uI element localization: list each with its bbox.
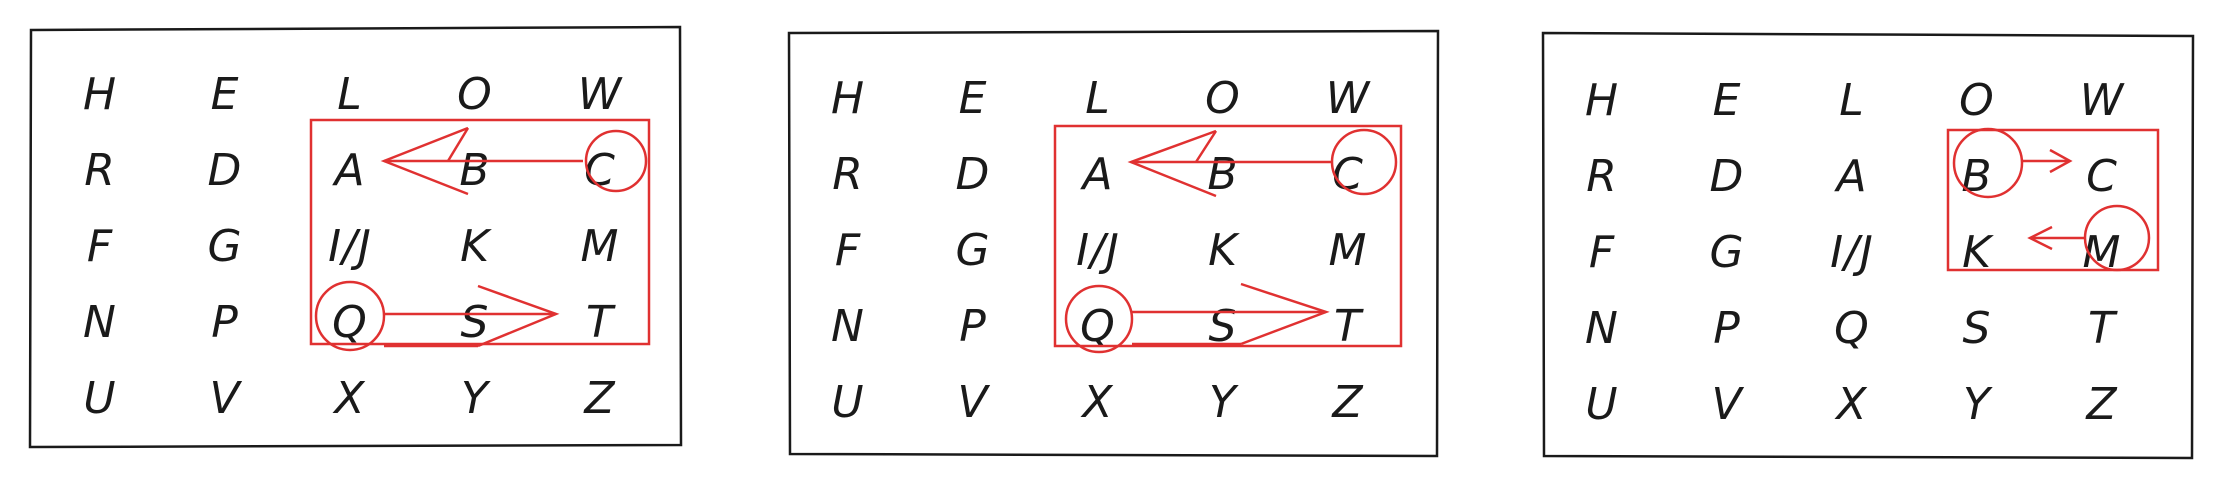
grid-letter: N [1585, 302, 1619, 354]
grid-letter: L [1839, 74, 1865, 126]
grid-letter: G [1709, 226, 1745, 278]
panel-2-frame [787, 29, 1440, 458]
grid-letter: O [1959, 74, 1995, 126]
grid-letter: W [2079, 74, 2125, 126]
highlight-circle [1952, 127, 2024, 199]
grid-letter: I/J [328, 220, 372, 272]
grid-letter: Y [1963, 378, 1991, 430]
highlight-circle [314, 280, 386, 352]
grid-letter: G [207, 220, 243, 272]
grid-letter: C [1332, 148, 1364, 200]
arrow-right [1132, 282, 1330, 346]
panel-3-annotations [1946, 127, 2160, 272]
grid-letter: Y [1209, 376, 1237, 428]
grid-letter: H [82, 68, 118, 120]
panel-2-annotations [1053, 124, 1403, 354]
grid-letter: I/J [1830, 226, 1874, 278]
grid-letter: V [957, 376, 989, 428]
grid-letter: O [1205, 72, 1241, 124]
highlight-circle [584, 129, 648, 193]
grid-letter: E [958, 72, 988, 124]
grid-letter: M [580, 220, 620, 272]
highlight-circle [1064, 284, 1134, 354]
grid-letter: P [1713, 302, 1741, 354]
grid-letter: Q [1080, 300, 1116, 352]
grid-letter: B [1961, 150, 1993, 202]
grid-letter: H [1584, 74, 1620, 126]
grid-letter: W [577, 68, 623, 120]
grid-letter: R [84, 144, 116, 196]
grid-letter: I/J [1076, 224, 1120, 276]
grid-letter: T [1334, 300, 1362, 352]
grid-letter: Z [584, 372, 616, 424]
grid-letter: Z [2086, 378, 2118, 430]
grid-letter: E [1712, 74, 1742, 126]
highlight-rectangle [1053, 124, 1403, 348]
grid-letter: K [460, 220, 490, 272]
grid-letter: G [955, 224, 991, 276]
grid-letter: U [1585, 378, 1619, 430]
grid-letter: U [83, 372, 117, 424]
grid-letter: X [1836, 378, 1868, 430]
grid-letter: X [334, 372, 366, 424]
grid-letter: L [337, 68, 363, 120]
grid-letter: A [1082, 148, 1114, 200]
grid-letter: Z [1332, 376, 1364, 428]
grid-letter: Q [1834, 302, 1870, 354]
grid-letter: P [959, 300, 987, 352]
grid-letter: Q [332, 296, 368, 348]
panel-1-frame [28, 25, 683, 449]
grid-letter: M [1328, 224, 1368, 276]
highlight-circle [1330, 128, 1398, 196]
grid-letter: C [2086, 150, 2118, 202]
grid-letter: N [831, 300, 865, 352]
highlight-rectangle [309, 118, 651, 346]
grid-letter: A [334, 144, 366, 196]
grid-letter: R [832, 148, 864, 200]
arrow-left [2027, 225, 2084, 251]
grid-letter: F [834, 224, 862, 276]
grid-letter: U [831, 376, 865, 428]
arrow-left [380, 126, 583, 196]
grid-letter: L [1085, 72, 1111, 124]
grid-letter: P [211, 296, 239, 348]
grid-letter: W [1325, 72, 1371, 124]
grid-letter: Y [461, 372, 489, 424]
grid-letter: R [1586, 150, 1618, 202]
grid-letter: K [1208, 224, 1238, 276]
panel-3-frame [1541, 31, 2195, 460]
grid-letter: D [955, 148, 991, 200]
grid-letter: E [210, 68, 240, 120]
grid-letter: F [86, 220, 114, 272]
grid-letter: D [207, 144, 243, 196]
grid-letter: O [457, 68, 493, 120]
grid-letter: H [830, 72, 866, 124]
grid-letter: V [209, 372, 241, 424]
grid-letter: T [2088, 302, 2116, 354]
grid-letter: B [1207, 148, 1239, 200]
arrow-right [2023, 148, 2073, 174]
grid-letter: X [1082, 376, 1114, 428]
grid-letter: N [83, 296, 117, 348]
grid-letter: S [460, 296, 490, 348]
grid-letter: F [1588, 226, 1616, 278]
arrow-right [384, 284, 560, 348]
grid-letter: B [459, 144, 491, 196]
highlight-rectangle [1946, 128, 2160, 272]
grid-letter: T [586, 296, 614, 348]
grid-letter: S [1962, 302, 1992, 354]
highlight-circle [2083, 204, 2151, 272]
arrow-left [1127, 129, 1331, 198]
grid-letter: D [1709, 150, 1745, 202]
grid-letter: A [1836, 150, 1868, 202]
grid-letter: V [1711, 378, 1743, 430]
panel-1-annotations [309, 118, 651, 352]
